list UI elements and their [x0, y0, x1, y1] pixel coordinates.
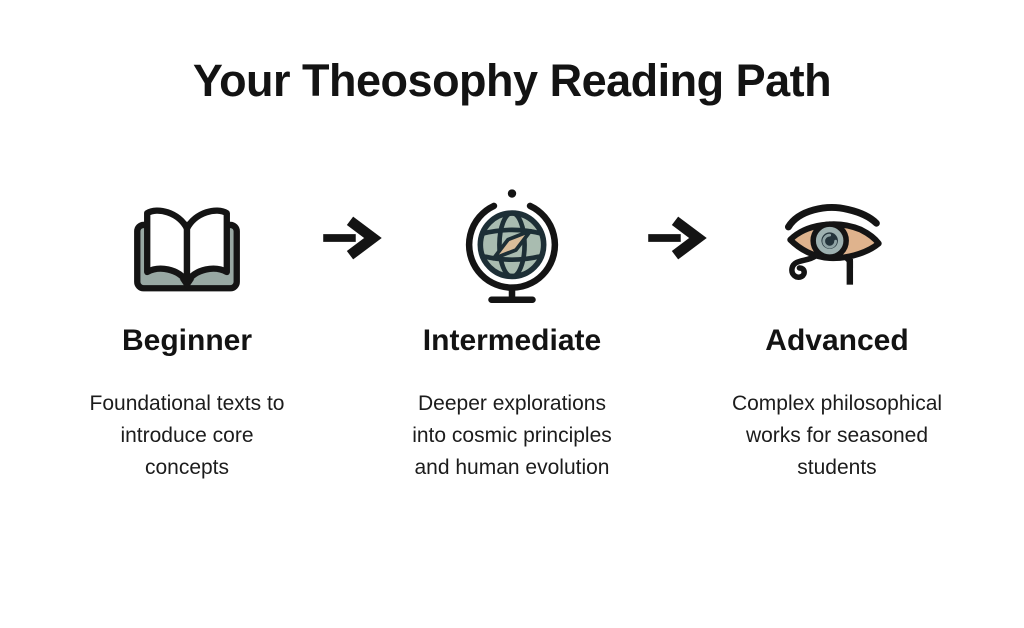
- description-line: works for seasoned: [745, 424, 929, 447]
- globe-compass-icon: [456, 184, 568, 312]
- stage-title-intermediate: Intermediate: [422, 324, 602, 357]
- stage-title-advanced: Advanced: [765, 324, 909, 357]
- stage-intermediate: Intermediate Deeper explorations into co…: [372, 184, 652, 484]
- arrow-right-icon: [322, 216, 382, 260]
- description-line: Foundational texts to: [89, 392, 285, 415]
- reading-path-infographic: Your Theosophy Reading Path Beginner Fou…: [0, 56, 1024, 484]
- description-line: and human evolution: [414, 456, 610, 479]
- path-row: Beginner Foundational texts to introduce…: [0, 184, 1024, 484]
- stage-beginner: Beginner Foundational texts to introduce…: [47, 184, 327, 484]
- stage-description-beginner: Foundational texts to introduce core con…: [90, 388, 285, 484]
- open-book-icon: [128, 184, 246, 312]
- description-line: Deeper explorations: [418, 392, 606, 415]
- page-title: Your Theosophy Reading Path: [192, 55, 832, 106]
- stage-description-advanced: Complex philosophical works for seasoned…: [732, 388, 942, 484]
- arrow-right-icon: [647, 216, 707, 260]
- eye-of-horus-icon: [782, 184, 892, 312]
- description-line: introduce core: [120, 424, 254, 447]
- description-line: Complex philosophical: [731, 392, 943, 415]
- description-line: students: [797, 456, 877, 479]
- stage-description-intermediate: Deeper explorations into cosmic principl…: [412, 388, 612, 484]
- stage-advanced: Advanced Complex philosophical works for…: [697, 184, 977, 484]
- description-line: concepts: [144, 456, 230, 479]
- description-line: into cosmic principles: [412, 424, 612, 447]
- stage-title-beginner: Beginner: [121, 324, 253, 357]
